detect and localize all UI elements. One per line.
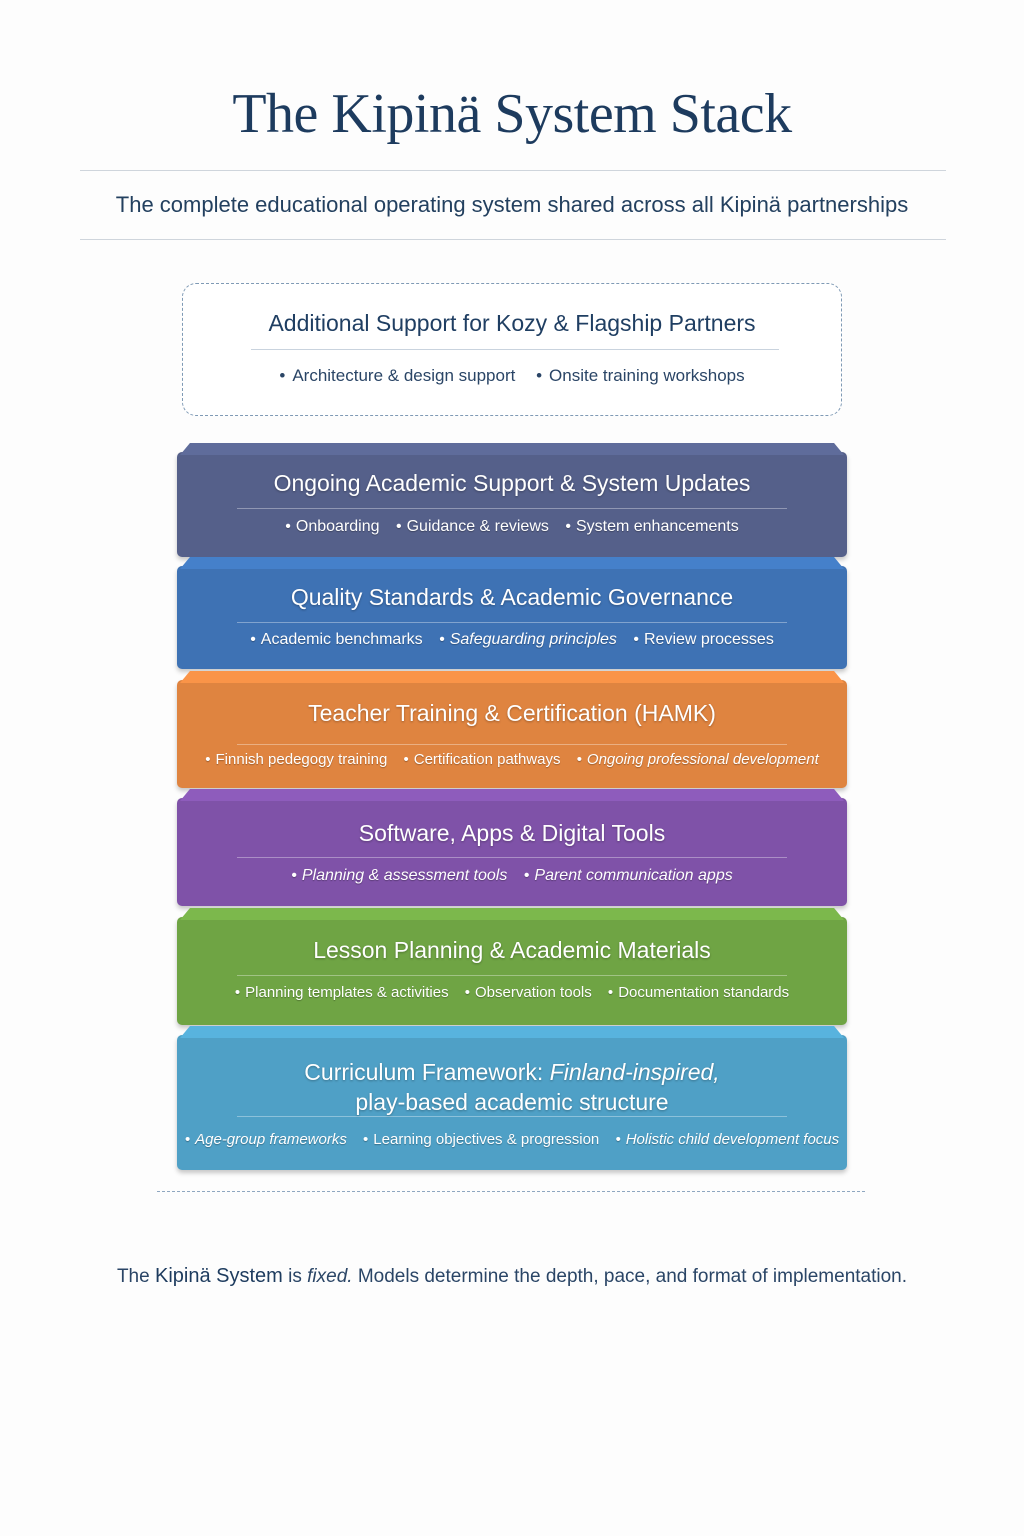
support-divider	[251, 349, 779, 350]
layer-bullet: Guidance & reviews	[396, 518, 549, 536]
footer-italic: fixed.	[307, 1266, 353, 1287]
layer-bullet: Academic benchmarks	[250, 631, 423, 649]
additional-support-box: Additional Support for Kozy & Flagship P…	[182, 283, 842, 416]
layer-title-line2: play-based academic structure	[355, 1089, 669, 1115]
layer-bullet: Holistic child development focus	[615, 1131, 839, 1148]
layer-title: Software, Apps & Digital Tools	[358, 820, 666, 846]
layer-title: Curriculum Framework: Finland-inspired, …	[177, 1057, 847, 1117]
layer-lesson-planning: Lesson Planning & Academic Materials Pla…	[177, 917, 847, 1025]
footer-bold: Kipinä System	[154, 1265, 283, 1287]
footer-note: The Kipinä System is fixed. Models deter…	[0, 1265, 1024, 1288]
layer-bullet: Onboarding	[285, 518, 380, 536]
layer-divider	[237, 857, 787, 858]
layer-title: Teacher Training & Certification (HAMK)	[308, 700, 716, 726]
layer-ongoing-support: Ongoing Academic Support & System Update…	[177, 452, 847, 557]
layer-bullet: Planning & assessment tools	[291, 867, 507, 885]
layer-bullets: Age-group frameworks Learning objectives…	[177, 1131, 847, 1148]
layer-bullet: Age-group frameworks	[185, 1131, 347, 1148]
layer-teacher-training: Teacher Training & Certification (HAMK) …	[177, 680, 847, 788]
footer-part1: The	[116, 1266, 150, 1287]
layer-quality-standards: Quality Standards & Academic Governance …	[177, 566, 847, 669]
stack-base-divider	[157, 1191, 865, 1192]
layer-title: Lesson Planning & Academic Materials	[313, 937, 711, 963]
layer-bullets: Onboarding Guidance & reviews System enh…	[177, 518, 847, 536]
page-subtitle: The complete educational operating syste…	[115, 192, 909, 217]
layer-divider	[237, 744, 787, 745]
layer-title: Ongoing Academic Support & System Update…	[273, 470, 751, 496]
layer-divider	[237, 1116, 787, 1117]
layer-divider	[237, 622, 787, 623]
page-title: The Kipinä System Stack	[232, 83, 792, 145]
layer-divider	[237, 975, 787, 976]
layer-bullets: Finnish pedegogy training Certification …	[177, 751, 847, 768]
divider-top	[80, 170, 946, 171]
support-bullet: Architecture & design support	[279, 366, 515, 386]
layer-curriculum-framework: Curriculum Framework: Finland-inspired, …	[177, 1035, 847, 1170]
layer-bullet: Finnish pedegogy training	[205, 751, 388, 768]
layer-bullet: Certification pathways	[403, 751, 561, 768]
additional-support-bullets: Architecture & design support Onsite tra…	[183, 366, 841, 386]
layer-divider	[237, 508, 787, 509]
divider-bottom	[80, 239, 946, 240]
layer-title-main: Curriculum Framework:	[304, 1059, 544, 1085]
layer-bullet: Review processes	[633, 631, 774, 649]
layer-bullet: System enhancements	[565, 518, 739, 536]
layer-bullet: Observation tools	[465, 984, 592, 1001]
layer-title-italic: Finland-inspired,	[549, 1059, 720, 1085]
additional-support-title: Additional Support for Kozy & Flagship P…	[268, 310, 756, 336]
layer-bullet: Ongoing professional development	[577, 751, 819, 768]
layer-bullet: Safeguarding principles	[439, 631, 617, 649]
layer-title: Quality Standards & Academic Governance	[290, 584, 734, 610]
support-bullet: Onsite training workshops	[536, 366, 745, 386]
layer-bullet: Parent communication apps	[524, 867, 732, 885]
layer-software-apps: Software, Apps & Digital Tools Planning …	[177, 798, 847, 906]
layer-bullet: Planning templates & activities	[235, 984, 448, 1001]
layer-bullets: Planning templates & activities Observat…	[177, 984, 847, 1001]
footer-part2: is	[288, 1266, 302, 1287]
layer-bullet: Documentation standards	[608, 984, 789, 1001]
layer-bullets: Planning & assessment tools Parent commu…	[177, 867, 847, 885]
layer-bullet: Learning objectives & progression	[363, 1131, 599, 1148]
footer-part3: Models determine the depth, pace, and fo…	[357, 1266, 908, 1287]
layer-bullets: Academic benchmarks Safeguarding princip…	[177, 631, 847, 649]
